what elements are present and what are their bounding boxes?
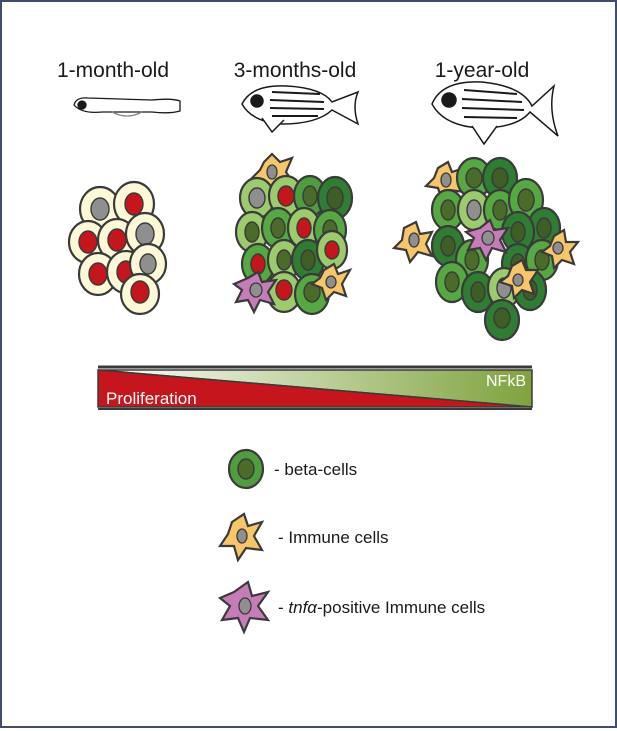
beta-cell	[481, 156, 519, 200]
larva-fish-icon	[73, 97, 181, 117]
beta-cell-icon	[227, 448, 265, 490]
beta-cell	[460, 270, 496, 314]
nfkb-label: NFkB	[486, 373, 526, 390]
proliferation-label: Proliferation	[106, 389, 197, 408]
gradient-bar: NFkB Proliferation	[97, 365, 533, 410]
legend-immune-cells-text: - Immune cells	[278, 528, 389, 547]
stage-label-1-year: 1-year-old	[435, 59, 530, 82]
tnfa-immune-cell-icon	[217, 580, 271, 635]
cell-cluster-3-months	[231, 152, 354, 316]
beta-cell	[238, 176, 276, 220]
legend: - beta-cells - Immune cells - tnfα-posit…	[217, 448, 485, 635]
beta-cell	[483, 298, 521, 342]
beta-cell	[234, 210, 270, 254]
immune-cell	[539, 228, 581, 271]
beta-cell	[315, 229, 349, 271]
proliferation-wedge	[97, 369, 533, 408]
cell-cluster-1-year	[391, 156, 581, 342]
juvenile-fish-icon	[241, 85, 360, 134]
immune-cell-icon	[217, 512, 265, 563]
tnfa-immune-cell	[463, 218, 511, 263]
immune-cell	[391, 220, 435, 265]
tnfa-immune-cell	[231, 270, 279, 315]
legend-tnfa-immune-cells-text: - tnfα-positive Immune cells	[278, 598, 485, 617]
legend-beta-cells-text: - beta-cells	[274, 460, 357, 479]
immune-cell	[309, 262, 353, 303]
stage-label-1-month: 1-month-old	[57, 59, 169, 82]
beta-cell	[456, 188, 492, 232]
cell-cluster-1-month	[67, 180, 168, 316]
beta-cell	[500, 210, 536, 254]
immune-cell	[497, 258, 541, 301]
stage-label-3-months: 3-months-old	[234, 59, 357, 82]
beta-cell	[240, 242, 276, 286]
adult-fish-icon	[431, 81, 559, 146]
young-beta-cell	[119, 272, 161, 316]
